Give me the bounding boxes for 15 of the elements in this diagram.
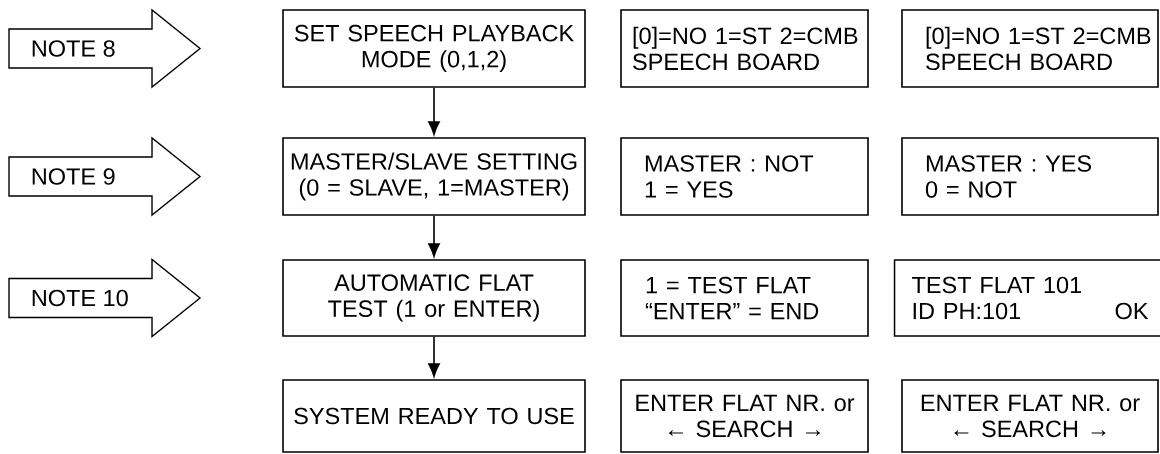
arrow xyxy=(428,335,440,377)
display-box: SET SPEECH PLAYBACK MODE (0,1,2) xyxy=(282,9,586,88)
display-box: ENTER FLAT NR. or ← SEARCH → xyxy=(901,379,1159,453)
display-box: MASTER : YES 0 = NOT xyxy=(901,137,1159,216)
display-box: MASTER/SLAVE SETTING (0 = SLAVE, 1=MASTER) xyxy=(282,137,586,216)
arrow xyxy=(428,215,440,257)
display-box: TEST FLAT 101 ID PH:101 OK xyxy=(893,259,1160,337)
arrow xyxy=(428,87,440,135)
display-box: [0]=NO 1=ST 2=CMB SPEECH BOARD xyxy=(620,9,869,88)
display-box: 1 = TEST FLAT “ENTER” = END xyxy=(620,259,869,337)
display-box: ENTER FLAT NR. or ← SEARCH → xyxy=(620,379,869,453)
display-box: [0]=NO 1=ST 2=CMB SPEECH BOARD xyxy=(901,9,1159,88)
display-box: MASTER : NOT 1 = YES xyxy=(620,137,869,216)
display-box: SYSTEM READY TO USE xyxy=(282,379,586,453)
display-box: AUTOMATIC FLAT TEST (1 or ENTER) xyxy=(282,259,586,337)
